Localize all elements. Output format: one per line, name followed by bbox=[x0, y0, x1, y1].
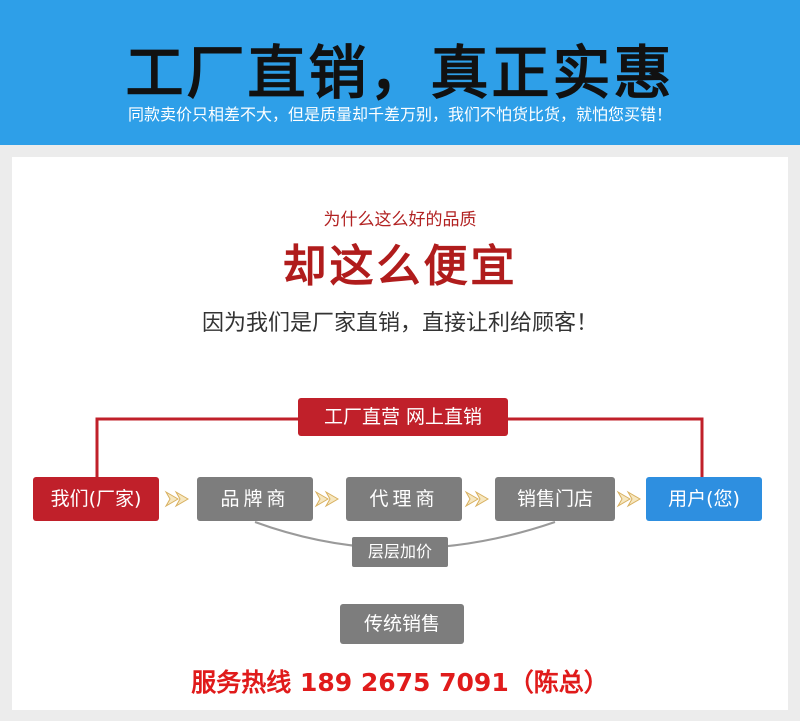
brand-box: 品牌商 bbox=[197, 477, 313, 521]
banner-subtitle: 同款卖价只相差不大，但是质量却千差万别，我们不怕货比货，就怕您买错！ bbox=[127, 105, 672, 124]
arrow-icon bbox=[616, 490, 641, 508]
arrow-icon bbox=[164, 490, 189, 508]
arrow-icon bbox=[464, 490, 489, 508]
reason-text: 因为我们是厂家直销，直接让利给顾客！ bbox=[201, 311, 598, 336]
top-banner: 工厂直销，真正实惠 同款卖价只相差不大，但是质量却千差万别，我们不怕货比货，就怕… bbox=[0, 0, 800, 145]
banner-title: 工厂直销，真正实惠 bbox=[125, 39, 675, 107]
markup-label: 层层加价 bbox=[352, 537, 448, 567]
agent-box: 代理商 bbox=[346, 477, 462, 521]
user-box: 用户(您) bbox=[646, 477, 762, 521]
factory-box: 我们(厂家) bbox=[33, 477, 159, 521]
service-hotline: 服务热线 189 2675 7091（陈总） bbox=[191, 668, 609, 697]
direct-sales-label: 工厂直营 网上直销 bbox=[298, 398, 508, 436]
store-box: 销售门店 bbox=[495, 477, 615, 521]
arrow-icon bbox=[314, 490, 339, 508]
question-heading: 为什么这么好的品质 bbox=[323, 210, 477, 230]
traditional-sales-label: 传统销售 bbox=[340, 604, 464, 644]
main-heading: 却这么便宜 bbox=[282, 241, 518, 292]
